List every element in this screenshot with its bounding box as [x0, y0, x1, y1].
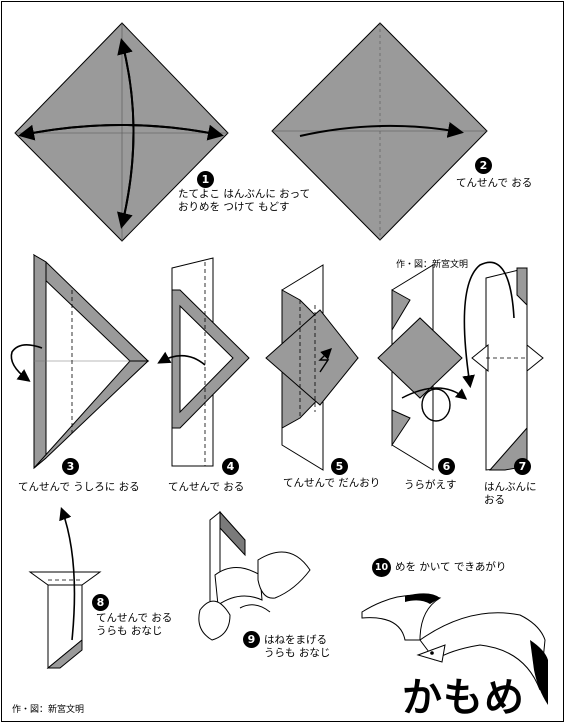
- step9-caption-line1: はねをまげる: [264, 634, 327, 646]
- step-number-2: 2: [475, 157, 492, 174]
- step2-diagram: [271, 22, 488, 241]
- step3-caption: てんせんで うしろに おる: [18, 481, 140, 493]
- step6-diagram: [377, 264, 468, 471]
- title: かもめ: [402, 675, 525, 721]
- step-number-5: 5: [331, 458, 348, 475]
- step9-caption-line2: うらも おなじ: [264, 647, 331, 659]
- credit-bottom: 作・図：新宮文明: [12, 705, 85, 715]
- step-number-6: 6: [438, 458, 455, 475]
- step8-caption-line2: うらも おなじ: [96, 625, 163, 637]
- step8-caption-line1: てんせんで おる: [96, 612, 173, 624]
- step-number-1: 1: [197, 171, 214, 188]
- step7-diagram: [462, 261, 544, 471]
- step5-diagram: [265, 264, 359, 471]
- step1-diagram: [14, 22, 229, 242]
- credit-top: 作・図：新宮文明: [396, 260, 469, 270]
- step5-caption: てんせんで だんおり: [283, 477, 381, 489]
- step1-caption-line1: たてよこ はんぶんに おって: [178, 188, 311, 200]
- step4-diagram: [157, 257, 250, 467]
- step10-seagull: [361, 593, 548, 705]
- step7-caption-line1: はんぶんに: [484, 481, 537, 493]
- step7-caption-line2: おる: [484, 494, 505, 506]
- step-number-10: 10: [372, 558, 391, 577]
- step6-caption: うらがえす: [404, 479, 457, 491]
- step3-diagram: [10, 253, 150, 470]
- step-number-8: 8: [92, 594, 109, 611]
- step-number-4: 4: [222, 458, 239, 475]
- step9-diagram: [198, 510, 311, 641]
- step8-diagram: [28, 506, 102, 670]
- step10-caption: めを かいて できあがり: [395, 561, 507, 573]
- step-number-9: 9: [243, 631, 260, 648]
- step2-caption: てんせんで おる: [456, 177, 533, 189]
- step-number-7: 7: [514, 458, 531, 475]
- step4-caption: てんせんで おる: [168, 481, 245, 493]
- step-number-3: 3: [62, 458, 79, 475]
- step1-caption-line2: おりめを つけて もどす: [178, 201, 290, 213]
